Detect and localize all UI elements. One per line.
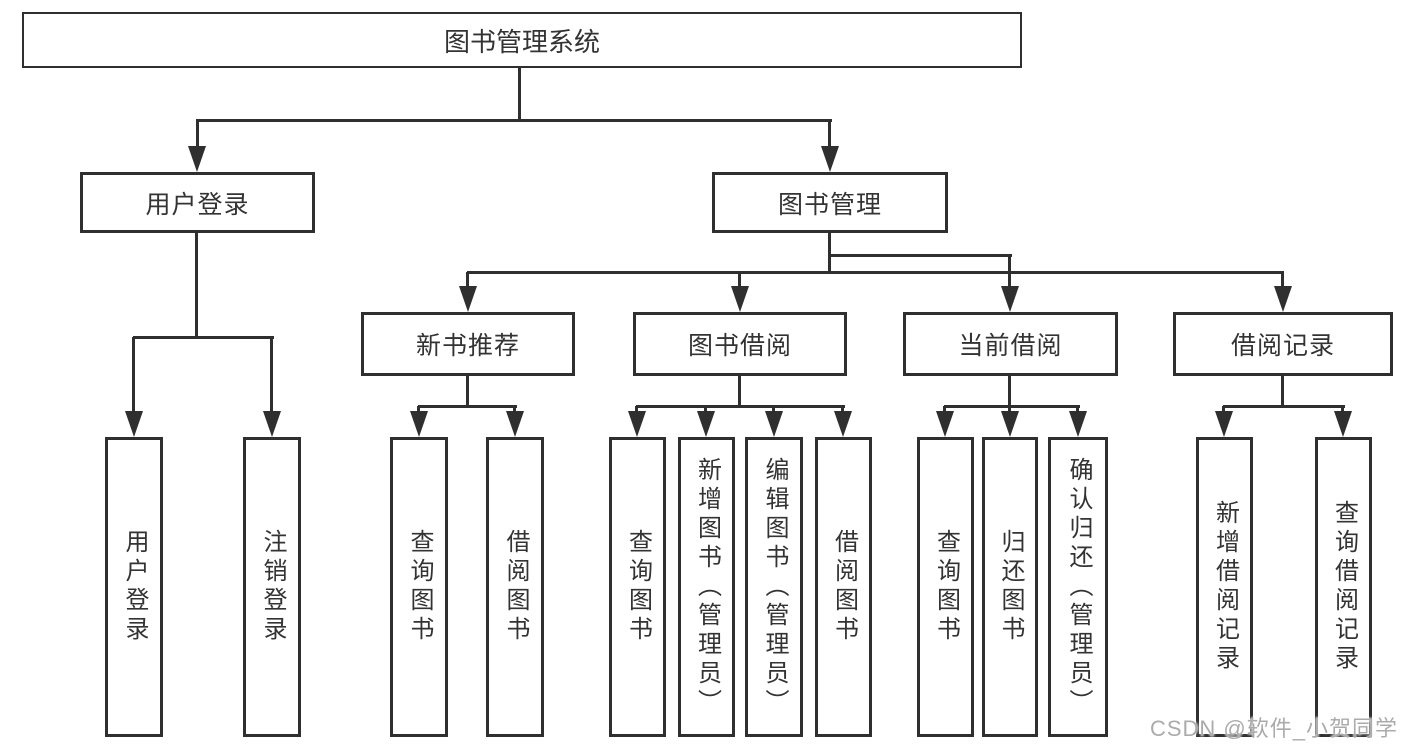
connector-arrow-down: [697, 411, 715, 437]
node-current-borrowing: 当前借阅: [903, 312, 1118, 376]
node-label: 图书管理系统: [443, 26, 600, 57]
connector-line: [636, 405, 845, 408]
connector-line: [1281, 272, 1284, 292]
connector-line: [1341, 406, 1344, 414]
connector-line: [1076, 406, 1079, 414]
connector-line: [1223, 405, 1345, 408]
connector-line: [133, 336, 274, 339]
node-book-borrowing: 图书借阅: [633, 312, 847, 376]
connector-line: [704, 406, 707, 414]
node-borrowing-records: 借阅记录: [1173, 312, 1393, 376]
connector-line: [1008, 406, 1011, 414]
node-label: 借阅记录: [1230, 332, 1335, 360]
connector-arrow-down: [506, 411, 524, 437]
node-label: 新增图书（管理员）: [693, 456, 721, 718]
node-label: 当前借阅: [958, 332, 1063, 360]
node-borrow-books-recommend: 借阅图书: [486, 437, 544, 737]
connector-arrow-down: [263, 411, 281, 437]
node-query-borrow-record: 查询借阅记录: [1315, 437, 1372, 737]
connector-line: [772, 406, 775, 414]
connector-arrow-down: [1069, 411, 1087, 437]
connector-arrow-down: [821, 146, 839, 172]
connector-line: [738, 272, 741, 292]
connector-line: [466, 376, 469, 408]
node-label: 查询图书: [624, 529, 652, 645]
connector-line: [418, 405, 517, 408]
node-user-login-branch: 用户登录: [80, 172, 315, 233]
node-label: 新增借阅记录: [1211, 500, 1239, 674]
node-query-books-borrowing: 查询图书: [609, 437, 666, 737]
node-label: 图书借阅: [687, 332, 792, 360]
node-confirm-return-admin: 确认归还（管理员）: [1048, 437, 1108, 737]
node-label: 查询图书: [406, 529, 433, 645]
connector-line: [1008, 272, 1011, 292]
connector-line: [196, 120, 199, 150]
node-label: 查询图书: [932, 529, 960, 645]
node-label: 图书管理: [777, 190, 882, 219]
node-return-books: 归还图书: [982, 437, 1038, 737]
connector-line: [513, 406, 516, 414]
node-label: 注销登录: [259, 529, 286, 645]
connector-arrow-down: [1215, 411, 1233, 437]
connector-line: [1008, 254, 1011, 274]
node-add-borrow-record: 新增借阅记录: [1196, 437, 1253, 737]
connector-arrow-down: [936, 411, 954, 437]
node-query-books-current: 查询图书: [917, 437, 974, 737]
connector-line: [195, 233, 198, 338]
node-book-management-branch: 图书管理: [712, 172, 948, 233]
connector-arrow-down: [765, 411, 783, 437]
connector-arrow-down: [1334, 411, 1352, 437]
connector-arrow-down: [459, 286, 477, 312]
connector-line: [1222, 406, 1225, 414]
connector-line: [944, 405, 1080, 408]
node-label: 用户登录: [145, 190, 250, 219]
connector-line: [417, 406, 420, 414]
node-query-books-recommend: 查询图书: [390, 437, 448, 737]
connector-line: [830, 254, 1012, 257]
node-label: 编辑图书（管理员）: [761, 456, 788, 718]
node-label: 归还图书: [997, 529, 1024, 645]
node-borrow-books-leaf: 借阅图书: [815, 437, 872, 737]
connector-line: [132, 337, 135, 413]
node-label: 借阅图书: [502, 529, 529, 645]
connector-line: [828, 120, 831, 150]
csdn-watermark: CSDN @软件_小贺同学: [1149, 716, 1398, 741]
node-label: 新书推荐: [415, 332, 520, 360]
connector-line: [196, 119, 832, 122]
connector-line: [466, 272, 469, 292]
connector-arrow-down: [188, 146, 206, 172]
connector-line: [1008, 376, 1011, 408]
connector-line: [270, 337, 273, 413]
connector-arrow-down: [1001, 286, 1019, 312]
node-label: 借阅图书: [830, 529, 858, 645]
node-new-book-recommend: 新书推荐: [361, 312, 575, 376]
connector-line: [828, 233, 831, 274]
node-edit-books-admin: 编辑图书（管理员）: [745, 437, 803, 737]
node-add-books-admin: 新增图书（管理员）: [678, 437, 735, 737]
connector-line: [518, 68, 521, 121]
connector-arrow-down: [731, 286, 749, 312]
connector-line: [943, 406, 946, 414]
node-user-login-leaf: 用户登录: [105, 437, 163, 737]
connector-arrow-down: [1274, 286, 1292, 312]
connector-line: [1281, 376, 1284, 408]
connector-line: [841, 406, 844, 414]
connector-arrow-down: [834, 411, 852, 437]
connector-line: [738, 376, 741, 408]
connector-arrow-down: [628, 411, 646, 437]
node-library-management-system: 图书管理系统: [22, 12, 1022, 68]
connector-arrow-down: [125, 411, 143, 437]
node-label: 用户登录: [121, 529, 148, 645]
connector-line: [635, 406, 638, 414]
node-label: 确认归还（管理员）: [1065, 456, 1092, 718]
node-label: 查询借阅记录: [1330, 500, 1358, 674]
connector-arrow-down: [1001, 411, 1019, 437]
node-logout-leaf: 注销登录: [243, 437, 301, 737]
connector-arrow-down: [410, 411, 428, 437]
connector-line: [467, 271, 1284, 274]
